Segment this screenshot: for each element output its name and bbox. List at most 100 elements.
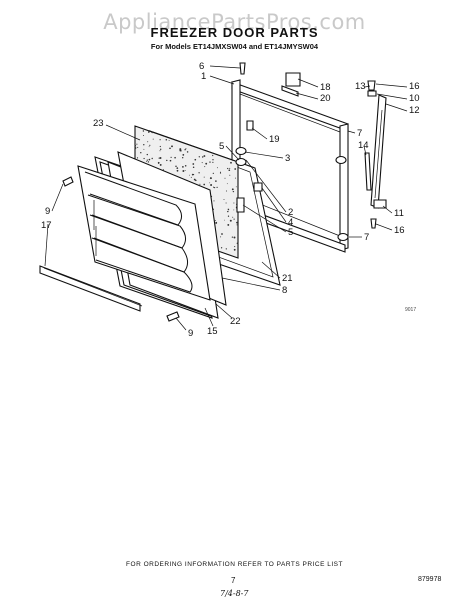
insulation-speckle xyxy=(134,144,137,147)
insulation-speckle xyxy=(182,157,184,159)
callout-8: 8 xyxy=(282,285,287,296)
insulation-speckle xyxy=(216,167,218,169)
figure-code: 9017 xyxy=(405,307,416,313)
insulation-speckle xyxy=(213,186,216,189)
insulation-speckle xyxy=(229,219,232,222)
insulation-speckle xyxy=(231,188,234,191)
callout-1: 1 xyxy=(201,71,206,82)
insulation-speckle xyxy=(209,177,212,180)
callout-10: 10 xyxy=(409,93,420,104)
insulation-speckle xyxy=(175,165,177,168)
callout-19: 19 xyxy=(269,134,280,145)
callout-4: 4 xyxy=(288,217,293,228)
insulation-speckle xyxy=(210,184,213,186)
insulation-speckle xyxy=(232,159,234,161)
insulation-speckle xyxy=(143,148,145,150)
insulation-speckle xyxy=(166,159,168,162)
insulation-speckle xyxy=(236,221,238,224)
insulation-speckle xyxy=(170,156,172,158)
callout-2: 2 xyxy=(288,207,293,218)
leader-lines xyxy=(44,65,408,331)
insulation-speckle xyxy=(228,209,230,211)
callout-16-lower: 16 xyxy=(394,225,405,236)
insulation-speckle xyxy=(232,216,234,218)
insulation-speckle xyxy=(221,233,223,235)
insulation-speckle xyxy=(212,154,214,157)
bottom-shelf-bar xyxy=(39,265,143,312)
insulation-speckle xyxy=(227,167,229,170)
door-handle xyxy=(370,94,387,209)
callout-13: 13 xyxy=(355,81,366,92)
insulation-speckle xyxy=(168,140,170,141)
callout-20: 20 xyxy=(320,93,331,104)
insulation-speckle xyxy=(176,167,179,169)
insulation-speckle xyxy=(165,139,168,141)
callout-labels: 6 1 18 20 13 16 10 12 7 14 19 3 5 2 4 5 … xyxy=(41,61,420,339)
insulation-speckle xyxy=(203,155,206,157)
insulation-speckle xyxy=(143,157,145,160)
insulation-speckle xyxy=(199,183,201,185)
insulation-speckle xyxy=(159,139,161,141)
insulation-speckle xyxy=(184,165,187,167)
insulation-speckle xyxy=(233,218,235,220)
insulation-speckle xyxy=(220,247,223,249)
callout-5-lower: 5 xyxy=(288,227,293,238)
insulation-speckle xyxy=(227,210,229,213)
callout-9-upper: 9 xyxy=(45,206,50,217)
callout-15: 15 xyxy=(207,326,218,337)
insulation-speckle xyxy=(182,154,185,156)
insulation-speckle xyxy=(215,221,218,224)
small-hardware xyxy=(62,62,387,322)
insulation-speckle xyxy=(169,159,172,162)
callout-18: 18 xyxy=(320,82,331,93)
insulation-speckle xyxy=(169,147,171,150)
insulation-speckle xyxy=(214,220,216,222)
insulation-speckle xyxy=(163,135,165,137)
insulation-speckle xyxy=(224,219,225,221)
insulation-speckle xyxy=(182,170,185,172)
insulation-speckle xyxy=(148,158,151,161)
insulation-speckle xyxy=(174,156,176,159)
insulation-speckle xyxy=(159,145,161,148)
insulation-speckle xyxy=(149,144,151,146)
insulation-speckle xyxy=(182,166,184,168)
insulation-speckle xyxy=(212,159,214,161)
callout-22: 22 xyxy=(230,316,241,327)
insulation-speckle xyxy=(225,202,227,204)
insulation-speckle xyxy=(191,173,194,176)
insulation-speckle xyxy=(143,144,145,146)
page-number: 7 xyxy=(231,576,236,585)
insulation-speckle xyxy=(137,146,139,148)
insulation-speckle xyxy=(198,172,200,174)
insulation-speckle xyxy=(186,151,189,153)
insulation-speckle xyxy=(228,169,231,172)
callout-14: 14 xyxy=(358,140,369,151)
callout-7-lower: 7 xyxy=(364,232,369,243)
insulation-speckle xyxy=(198,156,200,158)
insulation-speckle xyxy=(147,161,150,163)
insulation-speckle xyxy=(148,146,150,148)
insulation-speckle xyxy=(134,147,137,149)
insulation-speckle xyxy=(136,143,138,145)
insulation-speckle xyxy=(215,180,217,182)
insulation-speckle xyxy=(193,178,196,181)
insulation-speckle xyxy=(213,186,215,188)
insulation-speckle xyxy=(229,167,231,169)
insulation-speckle xyxy=(236,224,238,226)
handwritten-note: 7/4-8-7 xyxy=(220,589,249,598)
insulation-speckle xyxy=(152,138,154,140)
insulation-speckle xyxy=(159,150,161,152)
insulation-speckle xyxy=(225,248,227,250)
insulation-speckle xyxy=(205,162,208,165)
insulation-speckle xyxy=(225,190,228,192)
insulation-speckle xyxy=(160,148,162,150)
insulation-speckle xyxy=(229,174,231,176)
insulation-speckle xyxy=(179,148,182,151)
insulation-speckle xyxy=(157,162,160,164)
insulation-speckle xyxy=(193,174,195,175)
insulation-speckle xyxy=(203,176,205,178)
insulation-speckle xyxy=(232,190,235,193)
insulation-speckle xyxy=(203,183,206,186)
